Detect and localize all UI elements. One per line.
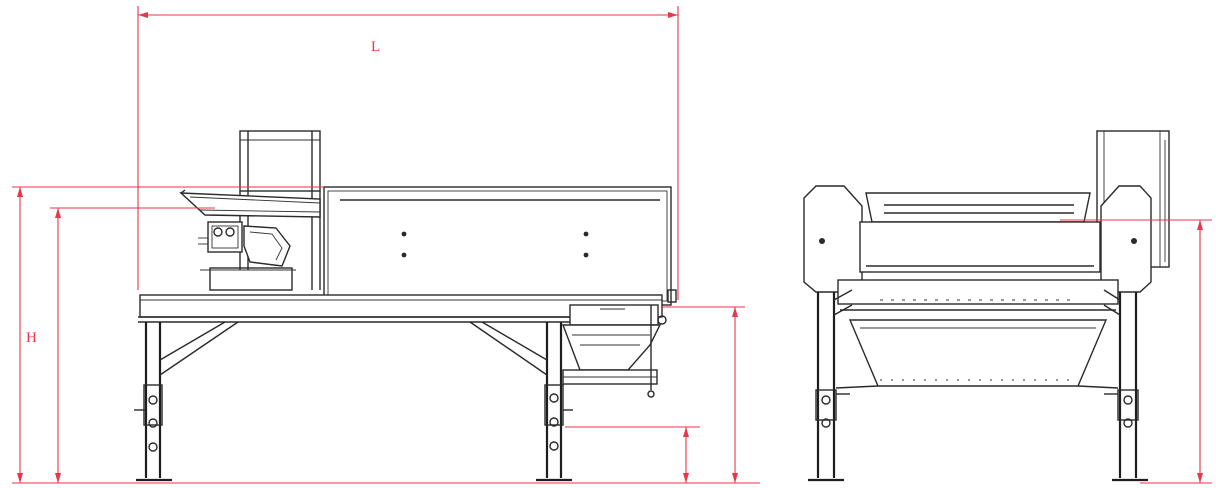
front-left-plate <box>803 185 863 293</box>
dimension-length-label: L <box>371 39 380 55</box>
side-view <box>134 130 677 482</box>
dimension-height <box>12 186 760 484</box>
dimension-discharge-height <box>565 306 745 483</box>
front-view <box>803 130 1170 482</box>
dimension-front-height <box>1060 219 1212 484</box>
side-left-leg <box>134 321 239 482</box>
front-right-plate <box>1100 185 1152 293</box>
side-discharge-hopper <box>561 304 667 398</box>
dimension-length <box>137 6 679 300</box>
side-feeder-tray <box>179 189 321 218</box>
side-right-leg <box>469 321 573 482</box>
side-drive-motor <box>198 221 296 291</box>
side-main-housing <box>323 186 677 306</box>
side-base-deck <box>138 294 663 323</box>
front-left-leg <box>808 289 879 482</box>
dimension-height-label: H <box>26 330 37 346</box>
front-conveyor-body <box>837 192 1119 387</box>
front-right-leg <box>1077 289 1148 482</box>
